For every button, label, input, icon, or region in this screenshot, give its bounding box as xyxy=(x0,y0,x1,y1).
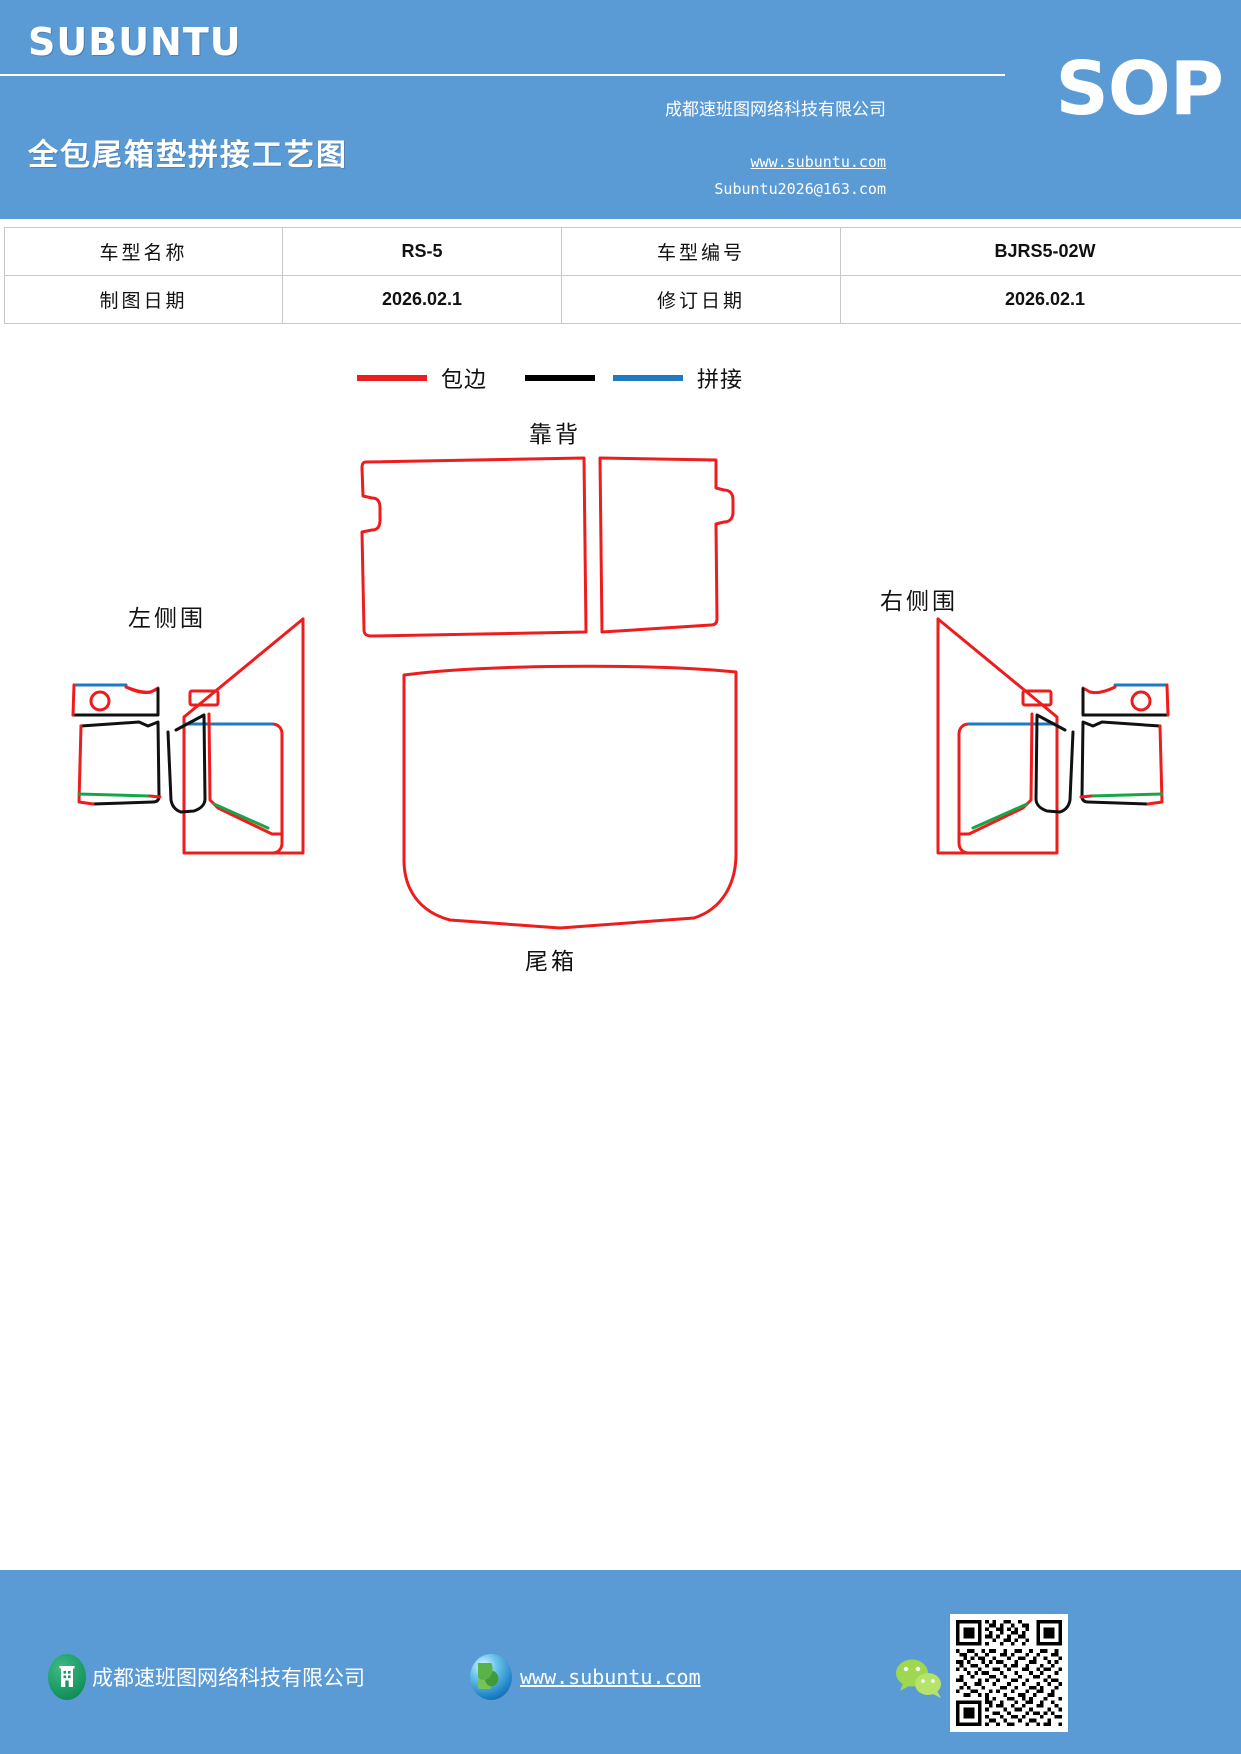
right-side-lower-panel-right xyxy=(1146,724,1164,806)
header-email: Subuntu2026@163.com xyxy=(714,180,886,198)
table-row: 车型名称 RS-5 车型编号 BJRS5-02W xyxy=(4,227,1241,276)
footer-website: www.subuntu.com xyxy=(470,1654,701,1700)
left-side-main-panel-outline-2 xyxy=(270,617,305,855)
right-side-small-panel-hole-left xyxy=(1165,683,1170,717)
globe-icon xyxy=(470,1654,512,1700)
backrest-left-panel xyxy=(360,456,588,638)
model-code-label: 车型编号 xyxy=(561,227,841,276)
header-website-link[interactable]: www.subuntu.com xyxy=(750,153,886,171)
doc-type-badge: SOP xyxy=(1055,46,1224,132)
page-header: SUBUNTU 全包尾箱垫拼接工艺图 SOP 成都速班图网络科技有限公司 www… xyxy=(0,0,1241,219)
model-name-value: RS-5 xyxy=(282,227,562,276)
right-side-main-panel-outline-2 xyxy=(936,617,971,855)
legend-swatch-blue xyxy=(613,375,684,381)
right-side-round-hole xyxy=(1130,690,1152,712)
header-divider xyxy=(0,74,1005,76)
vehicle-info-table: 车型名称 RS-5 车型编号 BJRS5-02W 制图日期 2026.02.1 … xyxy=(4,227,1241,324)
qr-code xyxy=(950,1614,1068,1732)
brand-logo: SUBUNTU xyxy=(28,20,242,64)
legend-item-binding: 包边 xyxy=(357,362,487,394)
caption-right-side: 右侧围 xyxy=(880,588,958,614)
trunk-floor-mat xyxy=(402,664,738,930)
legend-swatch-black xyxy=(525,375,596,381)
technical-drawing: 靠背 左侧围 右侧围 xyxy=(0,404,1241,1024)
left-side-round-hole xyxy=(89,690,111,712)
footer-company-name: 成都速班图网络科技有限公司 xyxy=(92,1667,365,1690)
caption-trunk: 尾箱 xyxy=(525,948,577,974)
left-side-lower-seam-red xyxy=(148,794,162,799)
footer-website-link[interactable]: www.subuntu.com xyxy=(520,1665,701,1689)
page-title: 全包尾箱垫拼接工艺图 xyxy=(28,139,348,172)
right-side-wedge-panel-2 xyxy=(1034,713,1067,814)
caption-left-side: 左侧围 xyxy=(128,605,206,631)
backrest-right-panel xyxy=(598,456,735,634)
legend-item-seam-black xyxy=(525,375,596,381)
drawing-canvas: 靠背 左侧围 右侧围 xyxy=(71,421,1170,974)
building-icon xyxy=(48,1654,86,1700)
left-side-small-panel-hole-bottom xyxy=(71,687,160,717)
right-side-wedge-panel xyxy=(1058,730,1075,814)
left-side-lower-panel xyxy=(79,720,161,806)
left-side-outer-panel xyxy=(207,712,284,836)
right-side-lower-seam-red xyxy=(1079,794,1093,799)
right-side-lower-panel xyxy=(1080,720,1162,806)
left-side-small-panel-hole-left xyxy=(71,683,76,717)
header-company-name: 成都速班图网络科技有限公司 xyxy=(665,100,886,119)
right-side-outer-panel xyxy=(957,712,1034,836)
right-side-outer-panel-seam-green xyxy=(971,802,1029,830)
left-side-small-panel-hole-right xyxy=(124,685,160,695)
left-side-wedge-panel-2 xyxy=(174,713,207,814)
legend-label-seam: 拼接 xyxy=(697,367,744,392)
model-name-label: 车型名称 xyxy=(4,227,283,276)
revise-date-label: 修订日期 xyxy=(561,275,841,324)
legend-label-binding: 包边 xyxy=(441,367,488,392)
left-side-outer-panel-seam-green xyxy=(212,802,270,830)
draw-date-value: 2026.02.1 xyxy=(282,275,562,324)
left-side-lower-seam-green xyxy=(77,792,152,798)
left-side-wedge-panel xyxy=(166,730,183,814)
left-side-slot-cutout xyxy=(188,689,220,707)
right-side-lower-seam-green xyxy=(1089,792,1164,798)
wechat-icon xyxy=(893,1656,947,1700)
left-side-lower-panel-left xyxy=(77,724,95,806)
footer-company: 成都速班图网络科技有限公司 xyxy=(48,1654,365,1700)
page-footer: 成都速班图网络科技有限公司 www.subuntu.com xyxy=(0,1570,1241,1754)
draw-date-label: 制图日期 xyxy=(4,275,283,324)
right-side-slot-cutout xyxy=(1021,689,1053,707)
legend: 包边 拼接 xyxy=(0,362,1241,404)
table-row: 制图日期 2026.02.1 修订日期 2026.02.1 xyxy=(4,275,1241,324)
right-side-small-panel-hole-right xyxy=(1081,685,1117,695)
model-code-value: BJRS5-02W xyxy=(840,227,1241,276)
legend-item-seam-blue: 拼接 xyxy=(613,362,743,394)
legend-swatch-red xyxy=(357,375,427,381)
caption-backrest: 靠背 xyxy=(529,421,581,447)
revise-date-value: 2026.02.1 xyxy=(840,275,1241,324)
right-side-small-panel-hole-bottom xyxy=(1081,687,1170,717)
